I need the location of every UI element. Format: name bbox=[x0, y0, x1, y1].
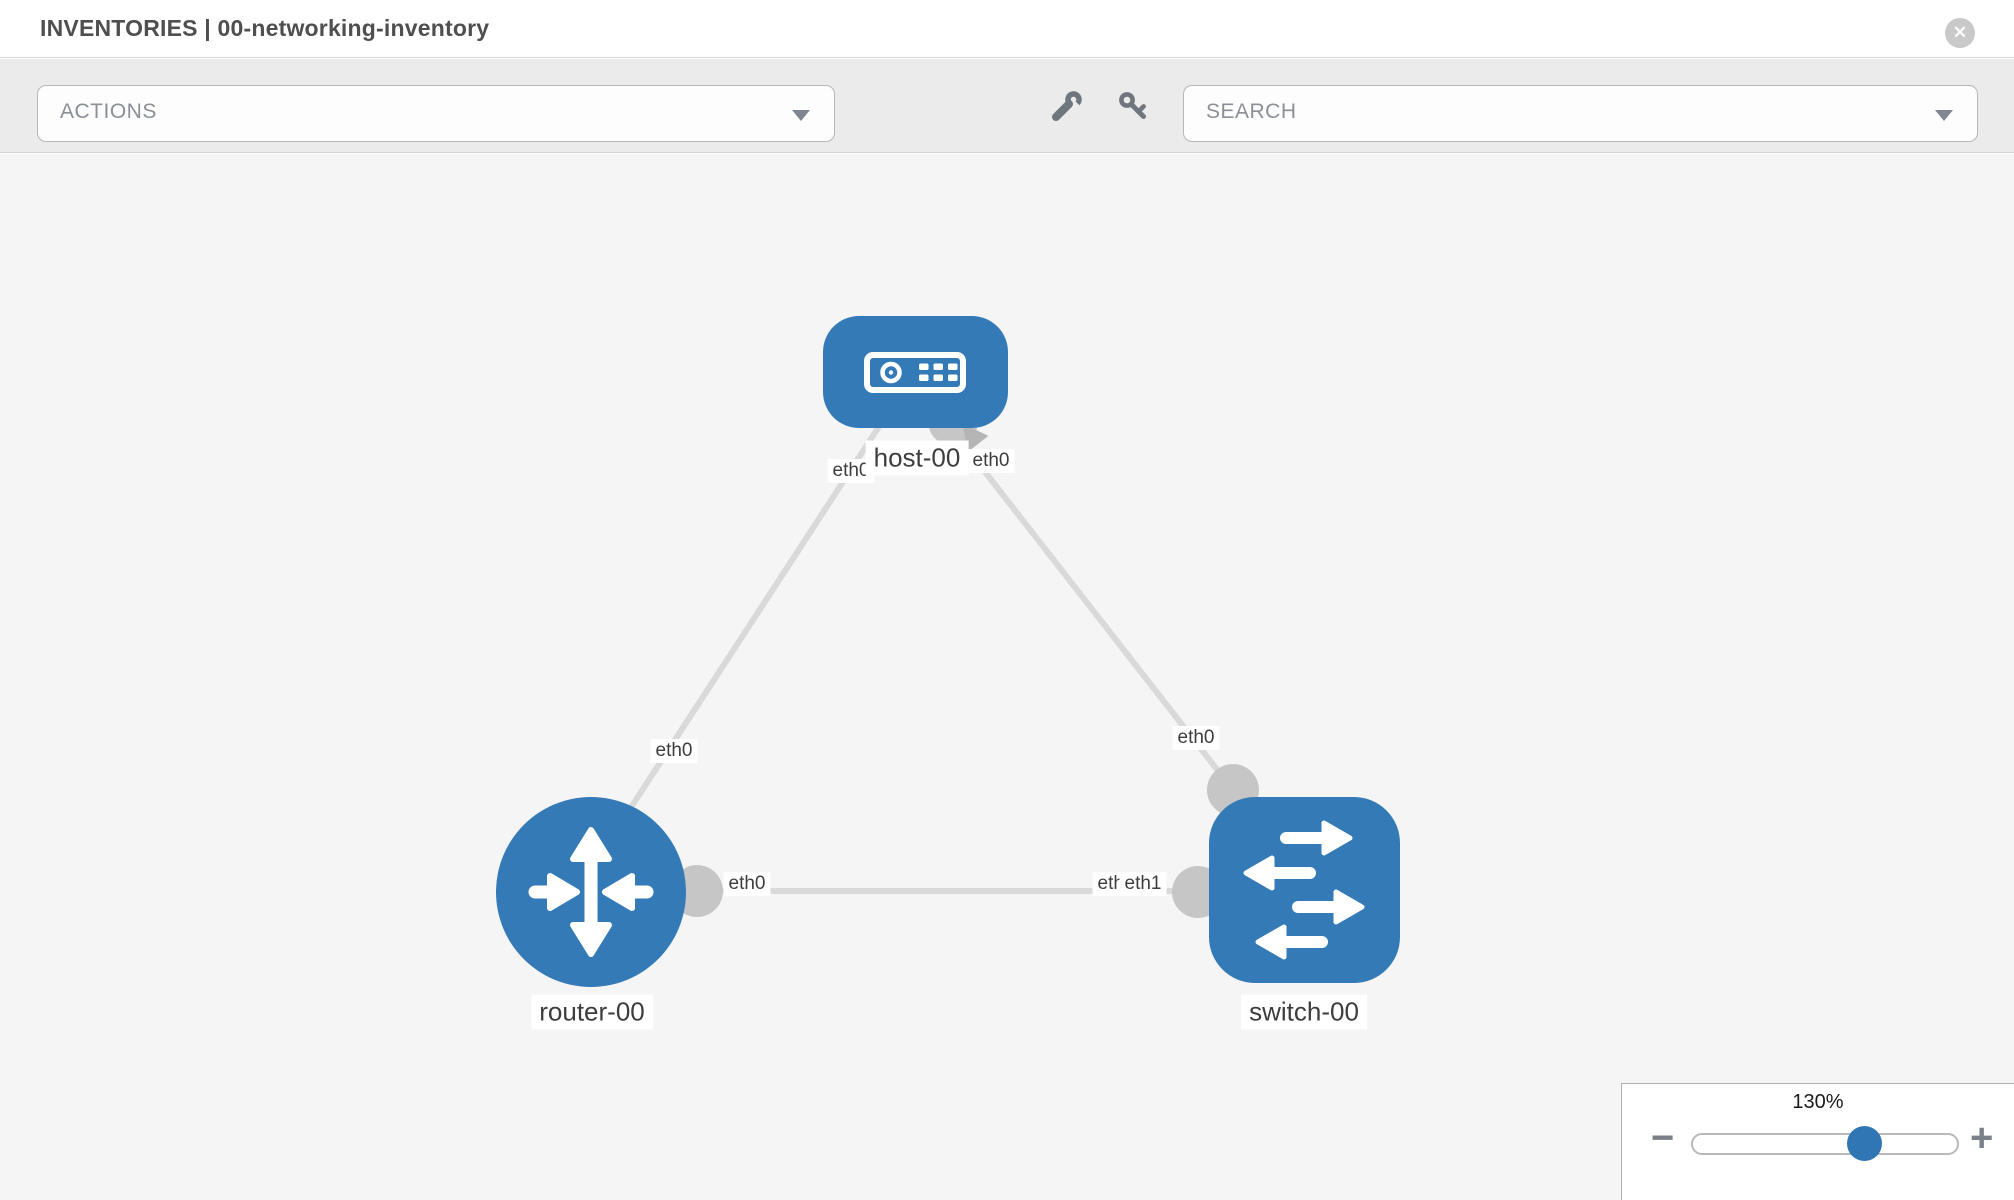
header-bar: INVENTORIES | 00-networking-inventory ✕ bbox=[0, 0, 2014, 58]
close-icon: ✕ bbox=[1952, 23, 1968, 42]
chevron-down-icon bbox=[792, 110, 810, 121]
wrench-icon[interactable] bbox=[1050, 89, 1084, 123]
search-dropdown[interactable]: SEARCH bbox=[1183, 85, 1978, 142]
zoom-percentage: 130% bbox=[1792, 1091, 1844, 1113]
chevron-down-icon bbox=[1935, 110, 1953, 121]
actions-dropdown[interactable]: ACTIONS bbox=[37, 85, 835, 142]
node-label-switch: switch-00 bbox=[1241, 994, 1367, 1030]
switch-icon bbox=[1243, 820, 1365, 960]
topology-canvas[interactable]: eth0 eth0 eth0 eth0 eth0 eth0 eth1 host-… bbox=[0, 154, 2014, 1200]
zoom-in-button[interactable]: + bbox=[1970, 1116, 1994, 1160]
interface-label: eth0 bbox=[1172, 726, 1220, 750]
node-host[interactable] bbox=[823, 316, 1008, 428]
zoom-out-button[interactable]: − bbox=[1651, 1116, 1675, 1160]
link-arrowhead-icon bbox=[962, 423, 989, 452]
router-icon bbox=[528, 827, 654, 957]
node-label-router: router-00 bbox=[531, 994, 653, 1030]
zoom-slider-thumb[interactable] bbox=[1847, 1126, 1882, 1161]
close-button[interactable]: ✕ bbox=[1945, 18, 1975, 48]
node-label-host: host-00 bbox=[865, 440, 969, 476]
search-dropdown-label: SEARCH bbox=[1206, 100, 1297, 123]
zoom-slider-track[interactable] bbox=[1691, 1133, 1959, 1155]
link-host-router[interactable] bbox=[597, 423, 883, 857]
interface-label: eth0 bbox=[967, 449, 1015, 473]
key-icon[interactable] bbox=[1116, 89, 1150, 123]
actions-dropdown-label: ACTIONS bbox=[60, 100, 157, 123]
node-switch[interactable] bbox=[1209, 797, 1400, 983]
interface-label: eth0 bbox=[650, 739, 698, 763]
toolbar: ACTIONS SEARCH bbox=[0, 59, 2014, 153]
interface-label: eth1 bbox=[1119, 872, 1167, 896]
page-title: INVENTORIES | 00-networking-inventory bbox=[40, 15, 490, 41]
zoom-control-panel: 130% − + bbox=[1621, 1083, 2014, 1200]
node-router[interactable] bbox=[496, 797, 686, 987]
interface-label: eth0 bbox=[723, 872, 771, 896]
host-device-icon bbox=[864, 352, 966, 393]
